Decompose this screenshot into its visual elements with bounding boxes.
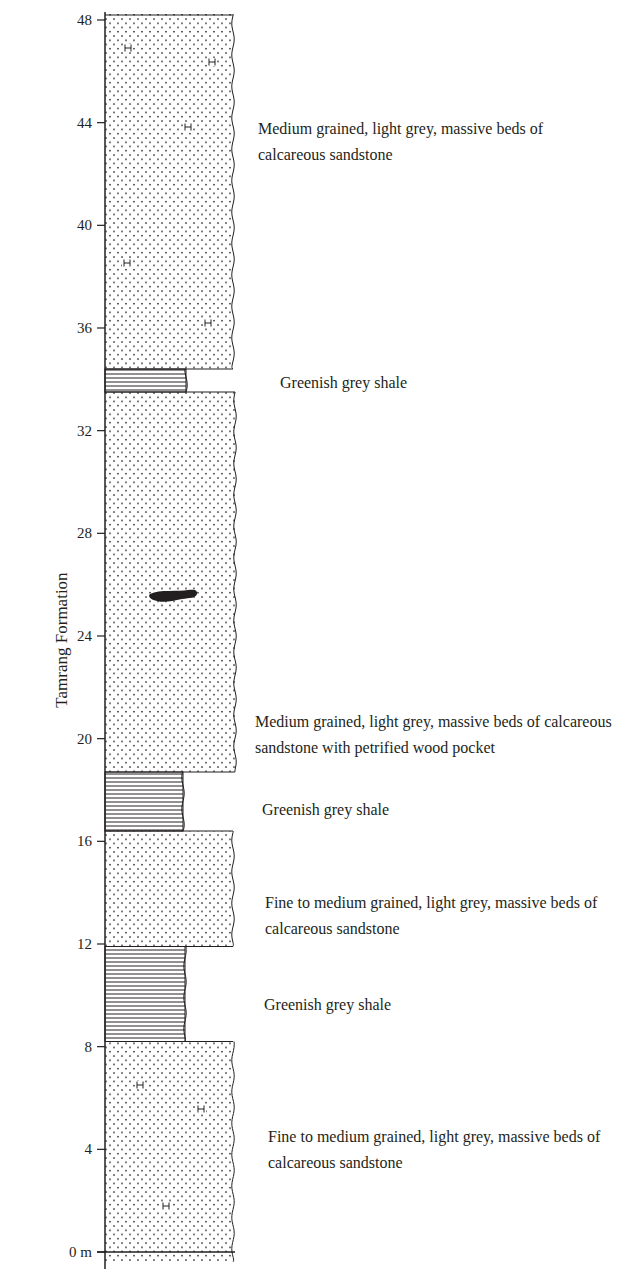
lithology-description: Greenish grey shale (280, 370, 580, 396)
bed-boundary (97, 15, 235, 1252)
fossil-mark (207, 58, 217, 66)
petrified-wood (149, 590, 197, 602)
depth-value: 12 (40, 931, 92, 957)
depth-value: 16 (40, 828, 92, 854)
shale-bed (105, 947, 185, 1042)
sandstone-bed (105, 392, 235, 772)
depth-value: 32 (40, 418, 92, 444)
tick-mark (97, 943, 105, 944)
tick-mark (97, 1251, 105, 1252)
sandstone-bed (105, 1042, 233, 1263)
axis-ticks (97, 20, 105, 1252)
fossil-mark (161, 1202, 171, 1210)
sandstone-bed (105, 831, 233, 947)
depth-value: 0 m (40, 1239, 92, 1265)
lithology-description: Fine to medium grained, light grey, mass… (265, 890, 600, 942)
wavy-bed-edge (182, 14, 236, 1262)
bed-edge (182, 772, 184, 831)
fossil-mark (135, 1081, 145, 1089)
tick-mark (97, 19, 105, 20)
depth-value: 20 (40, 726, 92, 752)
shale-bed (105, 369, 186, 392)
tick-mark (97, 327, 105, 328)
lithology-description: Fine to medium grained, light grey, mass… (268, 1124, 603, 1176)
depth-value: 40 (40, 212, 92, 238)
tick-mark (97, 841, 105, 842)
bed-edge (184, 947, 186, 1042)
lithology-description: Medium grained, light grey, massive beds… (258, 116, 603, 168)
tick-mark (97, 635, 105, 636)
lithology-description: Medium grained, light grey, massive beds… (255, 709, 617, 761)
depth-axis (104, 12, 106, 1269)
tick-mark (97, 122, 105, 123)
fossil-mark (196, 1105, 206, 1113)
tick-mark (97, 1046, 105, 1047)
fossil-symbol (122, 44, 217, 1210)
tick-mark (97, 430, 105, 431)
bed-edge (232, 14, 234, 369)
depth-value: 4 (40, 1136, 92, 1162)
tick-mark (97, 225, 105, 226)
depth-value: 8 (40, 1034, 92, 1060)
depth-value: 44 (40, 110, 92, 136)
fossil-mark (122, 259, 132, 267)
tick-mark (97, 533, 105, 534)
shale-bed (105, 772, 183, 831)
bed-edge (232, 831, 234, 947)
tick-mark (97, 738, 105, 739)
bed-edge (234, 392, 236, 772)
tick-mark (97, 1149, 105, 1150)
lithology-description: Greenish grey shale (264, 992, 564, 1018)
fossil-mark (183, 123, 193, 131)
depth-value: 48 (40, 7, 92, 33)
depth-value: 36 (40, 315, 92, 341)
lithology-description: Greenish grey shale (262, 797, 562, 823)
fossil-mark (203, 319, 213, 327)
sandstone-bed (105, 14, 233, 369)
depth-value: 28 (40, 520, 92, 546)
bed-edge (232, 1042, 234, 1263)
formation-name: Tamrang Formation (49, 560, 75, 720)
fossil-mark (123, 44, 133, 52)
bed-edge (185, 369, 188, 392)
